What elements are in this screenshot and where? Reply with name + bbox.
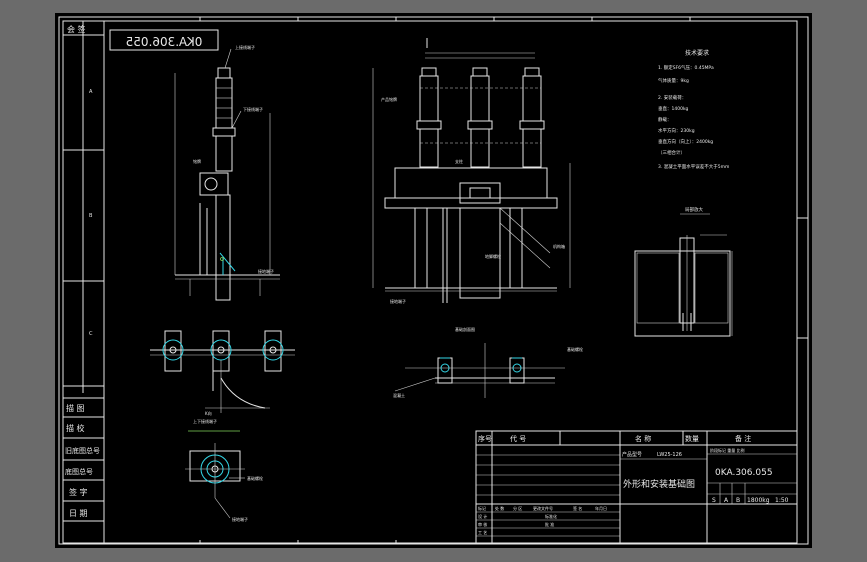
label-post: 支柱 bbox=[455, 158, 463, 164]
side-label-2: 描 校 bbox=[66, 423, 85, 433]
tb-sign-process: 工 艺 bbox=[478, 530, 487, 535]
tb-scale: 1:50 bbox=[775, 497, 789, 504]
drawing-canvas: 会 签 描 图 描 校 旧底图总号 底图总号 签 字 日 期 A B C 0KA… bbox=[55, 13, 812, 548]
tb-weight: 1800kg bbox=[747, 497, 770, 504]
tb-rev-zone: 分 区 bbox=[513, 505, 522, 511]
tech-line-6: 垂直方向（向上）：2400kg bbox=[658, 138, 713, 145]
front-elevation-view: 产品铭牌 支柱 机构箱 地脚螺栓 接地端子 bbox=[372, 38, 571, 304]
tb-product-model-label: 产品型号 bbox=[622, 451, 642, 458]
side-label-6: 日 期 bbox=[69, 509, 88, 518]
label-upper-terminal: 上接线端子 bbox=[235, 44, 255, 50]
row-marker-c: C bbox=[89, 331, 93, 337]
tb-stage-b: B bbox=[736, 497, 740, 504]
tb-rev-sign: 签 名 bbox=[573, 505, 582, 511]
tb-drawing-name: 外形和安装基础图 bbox=[623, 478, 695, 490]
tb-stage-a: A bbox=[724, 497, 729, 504]
outer-frame bbox=[58, 16, 809, 545]
tb-product-model: LW25-126 bbox=[657, 452, 682, 458]
tb-header-code: 代 号 bbox=[510, 434, 526, 443]
tech-line-8: 3. 混凝土平面水平误差不大于5mm bbox=[658, 163, 729, 170]
tb-rev-doc: 更改文件号 bbox=[533, 505, 553, 511]
tb-header-qty: 数量 bbox=[685, 434, 699, 443]
section-note-concrete: 混凝土 bbox=[393, 392, 405, 398]
top-ticks bbox=[199, 17, 808, 544]
k-view: K向 上下接线端子 基础螺栓 接地端子 bbox=[185, 410, 263, 522]
detail-view: 局部放大 bbox=[634, 206, 733, 337]
tb-sign-review: 审 核 bbox=[478, 521, 487, 527]
tb-stage-s: S bbox=[712, 497, 716, 504]
tb-drawing-code: 0KA.306.055 bbox=[715, 468, 773, 478]
label-ground-front: 接地端子 bbox=[390, 298, 406, 304]
side-elevation-view: 上接线端子 下接线端子 铭牌 接地端子 bbox=[174, 44, 280, 301]
tech-line-4: 静载： bbox=[658, 116, 672, 123]
inner-frame bbox=[62, 20, 798, 544]
label-nameplate-left: 铭牌 bbox=[193, 158, 201, 164]
side-label-0: 会 签 bbox=[67, 24, 86, 34]
label-mechanism: 机构箱 bbox=[553, 243, 565, 249]
side-label-3: 旧底图总号 bbox=[65, 446, 100, 455]
mirrored-number-box bbox=[109, 29, 219, 51]
tech-line-1: 气体质量：9kg bbox=[658, 77, 689, 84]
tech-requirements: 技术要求 1. 额定SF6气压：0.45MPa 气体质量：9kg 2. 安装载荷… bbox=[658, 49, 729, 170]
k-view-sublabel: 上下接线端子 bbox=[193, 418, 217, 424]
tb-rev-count: 处 数 bbox=[495, 505, 504, 511]
row-marker-b: B bbox=[89, 213, 93, 219]
detail-title: 局部放大 bbox=[685, 206, 703, 213]
tb-sign-approve: 批 准 bbox=[545, 521, 554, 527]
tb-header-remark: 备 注 bbox=[735, 434, 751, 443]
k-view-note: 基础螺栓 bbox=[247, 475, 263, 481]
tb-stage-header: 阶段标记 重量 比例 bbox=[710, 447, 745, 453]
foundation-section: 基础剖面图 混凝土 基础螺栓 bbox=[393, 326, 583, 398]
mirrored-drawing-number: 0KA.306.055 bbox=[126, 35, 203, 49]
tb-header-name: 名 称 bbox=[635, 434, 651, 443]
plan-view-left bbox=[150, 330, 295, 413]
tb-header-seq: 序号 bbox=[478, 434, 492, 443]
section-note-bolt: 基础螺栓 bbox=[567, 346, 583, 352]
title-block: 序号 代 号 名 称 数量 备 注 产品型号 LW25-126 外形和安装基础图… bbox=[475, 430, 798, 544]
side-label-5: 签 字 bbox=[69, 487, 88, 497]
k-view-ground: 接地端子 bbox=[232, 516, 248, 522]
tech-line-7: （三相合计） bbox=[658, 149, 685, 156]
tb-rev-mark: 标记 bbox=[478, 505, 486, 511]
side-label-1: 描 图 bbox=[66, 403, 85, 413]
section-title: 基础剖面图 bbox=[455, 326, 475, 332]
tech-line-2: 2. 安装载荷： bbox=[658, 94, 686, 101]
label-lower-terminal: 下接线端子 bbox=[243, 106, 263, 112]
label-anchor-bolt: 地脚螺栓 bbox=[485, 253, 501, 259]
cad-drawing: 会 签 描 图 描 校 旧底图总号 底图总号 签 字 日 期 A B C 0KA… bbox=[58, 16, 809, 545]
tech-line-0: 1. 额定SF6气压：0.45MPa bbox=[658, 64, 714, 71]
tb-sign-design: 设 计 bbox=[478, 513, 487, 519]
k-view-label: K向 bbox=[205, 410, 212, 416]
label-ground-left: 接地端子 bbox=[258, 268, 274, 274]
row-marker-a: A bbox=[89, 89, 93, 95]
tb-rev-date: 年月日 bbox=[595, 505, 607, 511]
tech-line-3: 垂直：1400kg bbox=[658, 105, 689, 112]
tech-line-5: 水平方向：230kg bbox=[658, 127, 695, 134]
tech-title: 技术要求 bbox=[685, 49, 709, 57]
tb-sign-standard: 标准化 bbox=[545, 513, 557, 519]
label-product-nameplate: 产品铭牌 bbox=[381, 96, 397, 102]
side-label-4: 底图总号 bbox=[65, 467, 93, 476]
